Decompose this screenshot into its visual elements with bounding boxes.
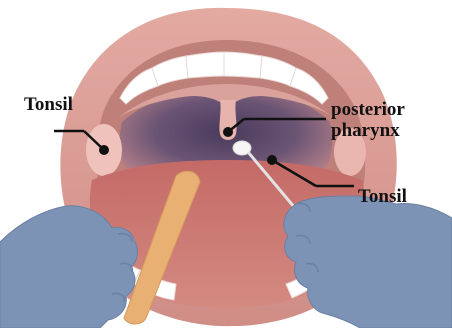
label-posterior-pharynx: posterior pharynx xyxy=(331,99,405,141)
label-posterior-pharynx-line1: posterior xyxy=(331,99,405,120)
pointer-dot-tonsil-left xyxy=(99,145,109,155)
swab-tip xyxy=(233,141,251,155)
label-tonsil-right: Tonsil xyxy=(358,186,407,207)
label-tonsil-left: Tonsil xyxy=(24,94,73,115)
label-posterior-pharynx-line2: pharynx xyxy=(331,120,405,141)
pointer-dot-pharynx xyxy=(223,127,233,137)
pointer-dot-tonsil-right xyxy=(267,155,277,165)
